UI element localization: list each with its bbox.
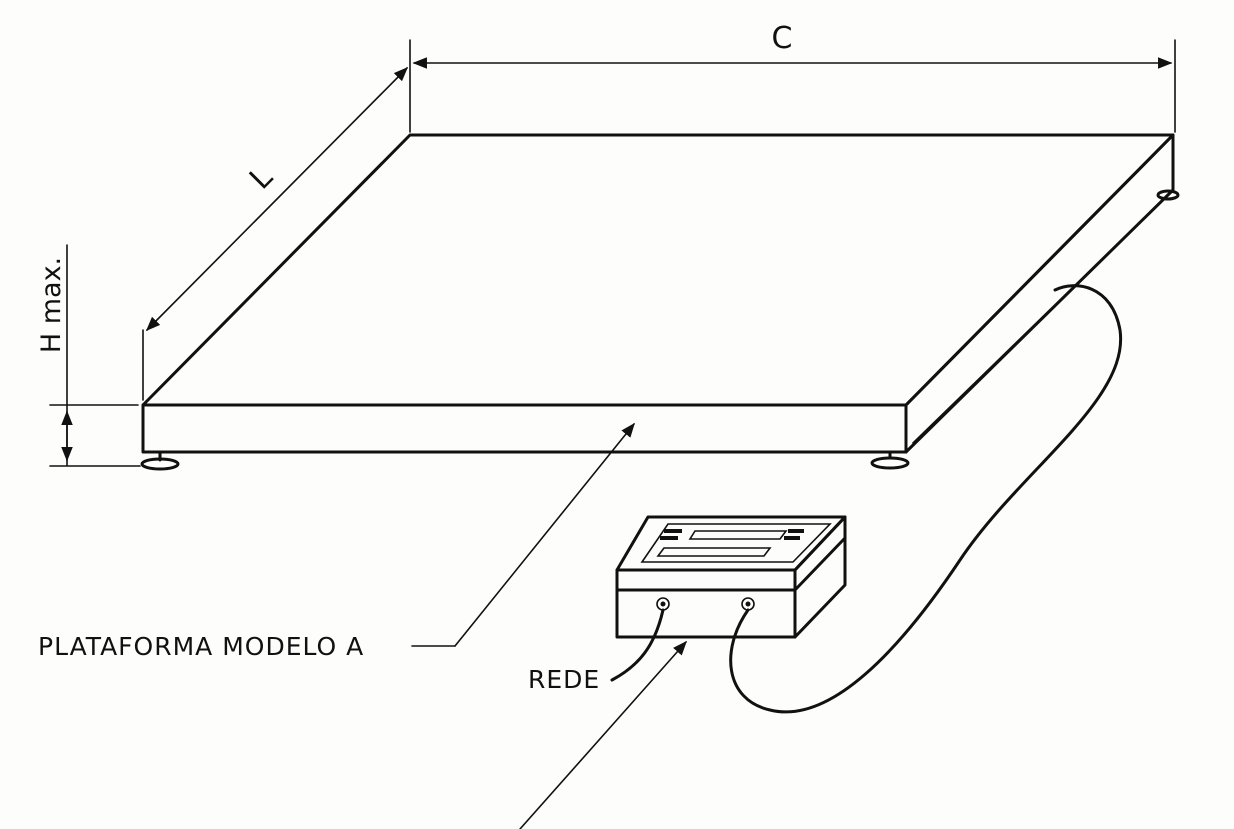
indicator-display bbox=[640, 523, 832, 563]
power-cable bbox=[610, 608, 665, 682]
platform-side-edge bbox=[912, 189, 1174, 444]
platform-foot bbox=[1156, 189, 1180, 201]
leader-arrow bbox=[454, 422, 635, 647]
dimension-c-label: C bbox=[772, 21, 793, 56]
platform-cable bbox=[729, 284, 1123, 714]
display-window bbox=[656, 547, 772, 557]
leader-arrow bbox=[519, 640, 687, 829]
dimension-arrow bbox=[145, 66, 409, 332]
indicator-button-icon bbox=[660, 536, 678, 540]
display-window bbox=[688, 530, 788, 540]
power-label: REDE bbox=[528, 665, 600, 694]
platform-front-face bbox=[141, 403, 908, 454]
weight-indicator bbox=[615, 515, 847, 639]
dimension-h-label: H max. bbox=[36, 257, 67, 353]
indicator-button-icon bbox=[664, 529, 682, 533]
platform-foot bbox=[140, 450, 180, 471]
dimension-c: C bbox=[409, 21, 1176, 133]
power-callout: REDE bbox=[528, 665, 600, 694]
indicator-seam bbox=[793, 536, 847, 592]
indicator-button-icon bbox=[784, 536, 800, 540]
indicator-side bbox=[793, 515, 847, 639]
dimension-h: H max. bbox=[36, 244, 141, 467]
platform-foot bbox=[870, 450, 910, 470]
dimension-l-label: L bbox=[243, 160, 280, 197]
indicator-button-icon bbox=[788, 529, 804, 533]
platform-label: PLATAFORMA MODELO A bbox=[38, 632, 364, 661]
indicator-front bbox=[615, 568, 797, 639]
platform bbox=[140, 133, 1180, 471]
platform-top-surface bbox=[141, 133, 1175, 407]
platform-side-face bbox=[904, 133, 1175, 454]
indicator-callout bbox=[519, 640, 687, 829]
platform-callout: PLATAFORMA MODELO A bbox=[38, 422, 635, 661]
dimension-l: L bbox=[142, 66, 409, 401]
